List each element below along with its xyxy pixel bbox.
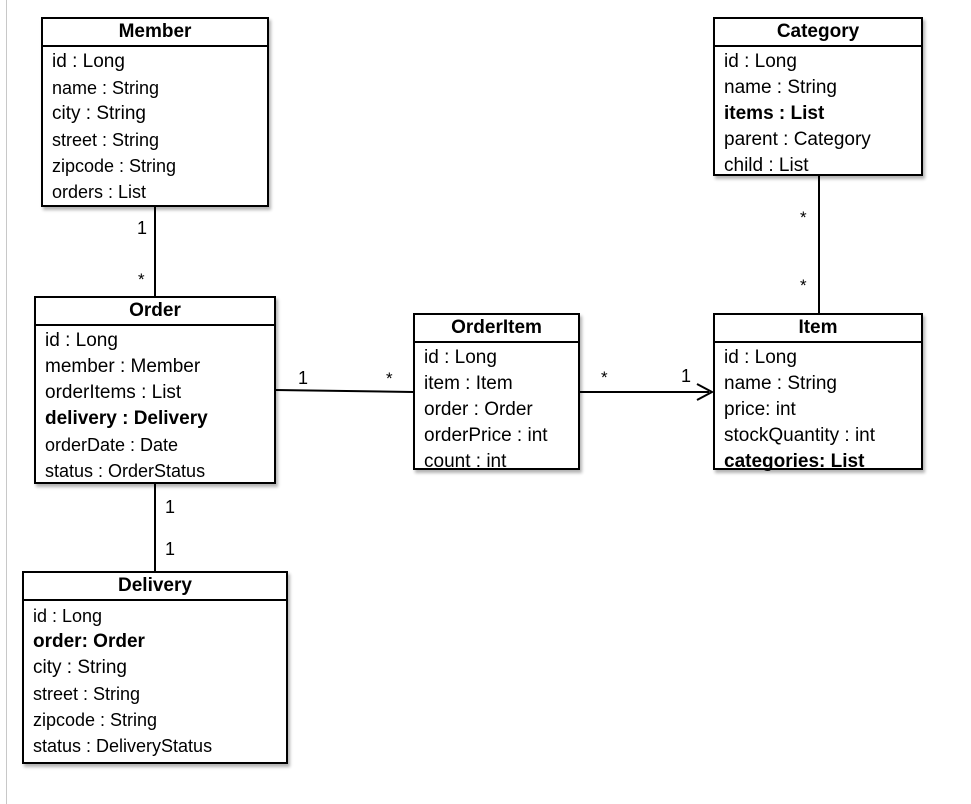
category-class-name: Category	[715, 19, 921, 47]
multiplicity-order-side-member: *	[138, 270, 145, 289]
order-attr-delivery: delivery : Delivery	[45, 408, 208, 429]
orderitem-attr-count: count : int	[424, 451, 507, 472]
orderitem-class-name: OrderItem	[415, 315, 578, 343]
item-class-name: Item	[715, 315, 921, 343]
member-attr-zipcode: zipcode : String	[52, 156, 177, 176]
member-attr-street: street : String	[52, 130, 160, 150]
item-class-box: Item id : Long name : String price: int …	[713, 313, 923, 472]
multiplicity-member-side: 1	[137, 218, 148, 238]
frame-edge	[6, 0, 7, 804]
delivery-attr-zipcode: zipcode : String	[33, 710, 158, 730]
order-orderitem-line	[274, 389, 414, 393]
category-attr-items: items : List	[724, 103, 825, 124]
category-attr-id: id : Long	[724, 51, 797, 72]
category-class-box: Category id : Long name : String items :…	[713, 17, 923, 176]
category-attr-child: child : List	[724, 155, 809, 176]
member-attr-city: city : String	[52, 103, 146, 124]
multiplicity-category-side: *	[800, 208, 807, 227]
order-attr-orderitems: orderItems : List	[45, 382, 182, 403]
orderitem-class-box: OrderItem id : Long item : Item order : …	[413, 313, 580, 472]
member-class-box: Member id : Long name : String city : St…	[41, 17, 269, 207]
category-attributes: id : Long name : String items : List par…	[715, 47, 921, 179]
delivery-attr-street: street : String	[33, 684, 141, 704]
order-attr-status: status : OrderStatus	[45, 461, 206, 481]
multiplicity-orderitem-side-order: *	[386, 369, 393, 388]
order-attributes: id : Long member : Member orderItems : L…	[36, 326, 274, 484]
member-attr-id: id : Long	[52, 51, 125, 72]
item-attr-id: id : Long	[724, 347, 797, 368]
order-attr-orderdate: orderDate : Date	[45, 435, 179, 455]
orderitem-attr-orderprice: orderPrice : int	[424, 425, 548, 446]
member-attr-orders: orders : List	[52, 182, 147, 202]
orderitem-attr-order: order : Order	[424, 399, 533, 420]
item-attr-price: price: int	[724, 399, 796, 420]
delivery-attr-city: city : String	[33, 657, 127, 678]
order-attr-id: id : Long	[45, 330, 118, 351]
item-attr-stockquantity: stockQuantity : int	[724, 425, 876, 446]
orderitem-attr-id: id : Long	[424, 347, 497, 368]
multiplicity-delivery-side: 1	[165, 539, 176, 559]
delivery-attr-status: status : DeliveryStatus	[33, 736, 213, 756]
member-class-name: Member	[43, 19, 267, 47]
delivery-class-name: Delivery	[24, 573, 286, 601]
member-attributes: id : Long name : String city : String st…	[43, 47, 267, 205]
multiplicity-order-side-orderitem: 1	[298, 368, 309, 388]
order-attr-member: member : Member	[45, 356, 201, 377]
order-class-name: Order	[36, 298, 274, 326]
delivery-attr-order: order: Order	[33, 631, 145, 652]
delivery-class-box: Delivery id : Long order: Order city : S…	[22, 571, 288, 764]
multiplicity-item-side-orderitem: 1	[681, 366, 692, 386]
multiplicity-order-side-delivery: 1	[165, 497, 176, 517]
category-attr-parent: parent : Category	[724, 129, 871, 150]
member-attr-name: name : String	[52, 78, 160, 98]
delivery-attributes: id : Long order: Order city : String str…	[24, 601, 286, 759]
order-class-box: Order id : Long member : Member orderIte…	[34, 296, 276, 484]
item-attr-name: name : String	[724, 373, 837, 394]
navigation-arrowhead	[696, 383, 715, 401]
multiplicity-item-side-category: *	[800, 276, 807, 295]
category-attr-name: name : String	[724, 77, 837, 98]
orderitem-attr-item: item : Item	[424, 373, 513, 394]
orderitem-attributes: id : Long item : Item order : Order orde…	[415, 343, 578, 475]
multiplicity-orderitem-side-item: *	[601, 368, 608, 387]
item-attributes: id : Long name : String price: int stock…	[715, 343, 921, 475]
delivery-attr-id: id : Long	[33, 606, 103, 626]
item-attr-categories: categories: List	[724, 451, 865, 472]
